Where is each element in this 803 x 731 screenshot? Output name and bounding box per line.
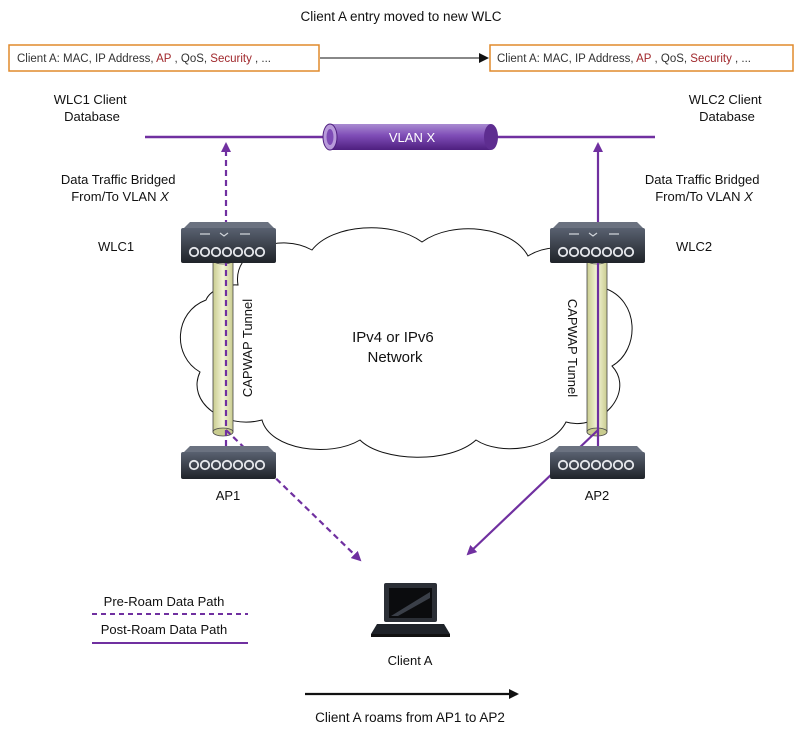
svg-text:Client A: MAC, IP Addres: Client A: MAC, IP Address, AP , QoS, Sec… bbox=[17, 53, 271, 65]
network-label-line: Network bbox=[367, 349, 423, 366]
bridged-label-line: Data Traffic Bridged bbox=[61, 172, 176, 187]
bridged-label-right: Data Traffic Bridged From/To VLAN X bbox=[645, 172, 763, 204]
svg-text:Client A: MAC, IP Addres: Client A: MAC, IP Address, AP , QoS, Sec… bbox=[497, 53, 751, 65]
wlc2-db-label-line: WLC2 Client bbox=[689, 92, 762, 107]
bridged-label-line: Data Traffic Bridged bbox=[645, 172, 760, 187]
wlc1-label: WLC1 bbox=[98, 239, 134, 254]
capwap-label-right: CAPWAP Tunnel bbox=[565, 299, 580, 397]
record-field-ap: AP bbox=[156, 53, 172, 65]
wlc1-db-label: WLC1 Client Database bbox=[54, 92, 131, 124]
client-laptop-icon bbox=[371, 583, 450, 637]
wlc2-label: WLC2 bbox=[676, 239, 712, 254]
network-cloud bbox=[179, 227, 633, 458]
record-prefix: Client A: bbox=[17, 53, 60, 65]
wlc2-db-label: WLC2 Client Database bbox=[689, 92, 766, 124]
record-field: MAC, IP Address, bbox=[543, 53, 636, 65]
wlc1-db-label-line: Database bbox=[64, 109, 120, 124]
record-field: , QoS, bbox=[174, 53, 210, 65]
bridged-label-text: From/To VLAN bbox=[71, 189, 160, 204]
roam-caption: Client A roams from AP1 to AP2 bbox=[315, 710, 505, 725]
vlan-label: VLAN X bbox=[389, 130, 436, 145]
bridged-label-line: From/To VLAN X bbox=[71, 189, 170, 204]
bridged-label-line: From/To VLAN X bbox=[655, 189, 754, 204]
wlc1-client-record: Client A: MAC, IP Address, AP , QoS, Sec… bbox=[8, 44, 320, 72]
network-label-line: IPv4 or IPv6 bbox=[352, 329, 434, 346]
record-field: , QoS, bbox=[654, 53, 690, 65]
vlan-pipe: VLAN X bbox=[322, 123, 498, 151]
diagram-title: Client A entry moved to new WLC bbox=[300, 9, 501, 24]
wlc2-client-record: Client A: MAC, IP Address, AP , QoS, Sec… bbox=[489, 44, 794, 72]
capwap-tunnel-left bbox=[212, 255, 234, 437]
record-field: , ... bbox=[735, 53, 751, 65]
ap2-label: AP2 bbox=[585, 488, 610, 503]
ap1-access-point bbox=[181, 446, 276, 479]
network-label: IPv4 or IPv6 Network bbox=[352, 329, 438, 366]
bridged-label-text: From/To VLAN bbox=[655, 189, 744, 204]
bridged-label-left: Data Traffic Bridged From/To VLAN X bbox=[61, 172, 179, 204]
record-field: , ... bbox=[255, 53, 271, 65]
wlc2-controller bbox=[550, 222, 645, 263]
ap2-access-point bbox=[550, 446, 645, 479]
ap1-label: AP1 bbox=[216, 488, 241, 503]
wlc1-db-label-line: WLC1 Client bbox=[54, 92, 127, 107]
legend-post-label: Post-Roam Data Path bbox=[101, 622, 227, 637]
legend-pre-label: Pre-Roam Data Path bbox=[104, 594, 225, 609]
bridged-label-var: X bbox=[159, 189, 170, 204]
bridged-label-var: X bbox=[743, 189, 754, 204]
wlc2-db-label-line: Database bbox=[699, 109, 755, 124]
capwap-label-left: CAPWAP Tunnel bbox=[240, 299, 255, 397]
legend: Pre-Roam Data Path Post-Roam Data Path bbox=[92, 594, 248, 644]
record-field: MAC, IP Address, bbox=[63, 53, 156, 65]
record-field-security: Security bbox=[210, 53, 252, 65]
record-field-ap: AP bbox=[636, 53, 652, 65]
record-field-security: Security bbox=[690, 53, 732, 65]
client-label: Client A bbox=[388, 653, 433, 668]
record-prefix: Client A: bbox=[497, 53, 540, 65]
wlc1-controller bbox=[181, 222, 276, 263]
